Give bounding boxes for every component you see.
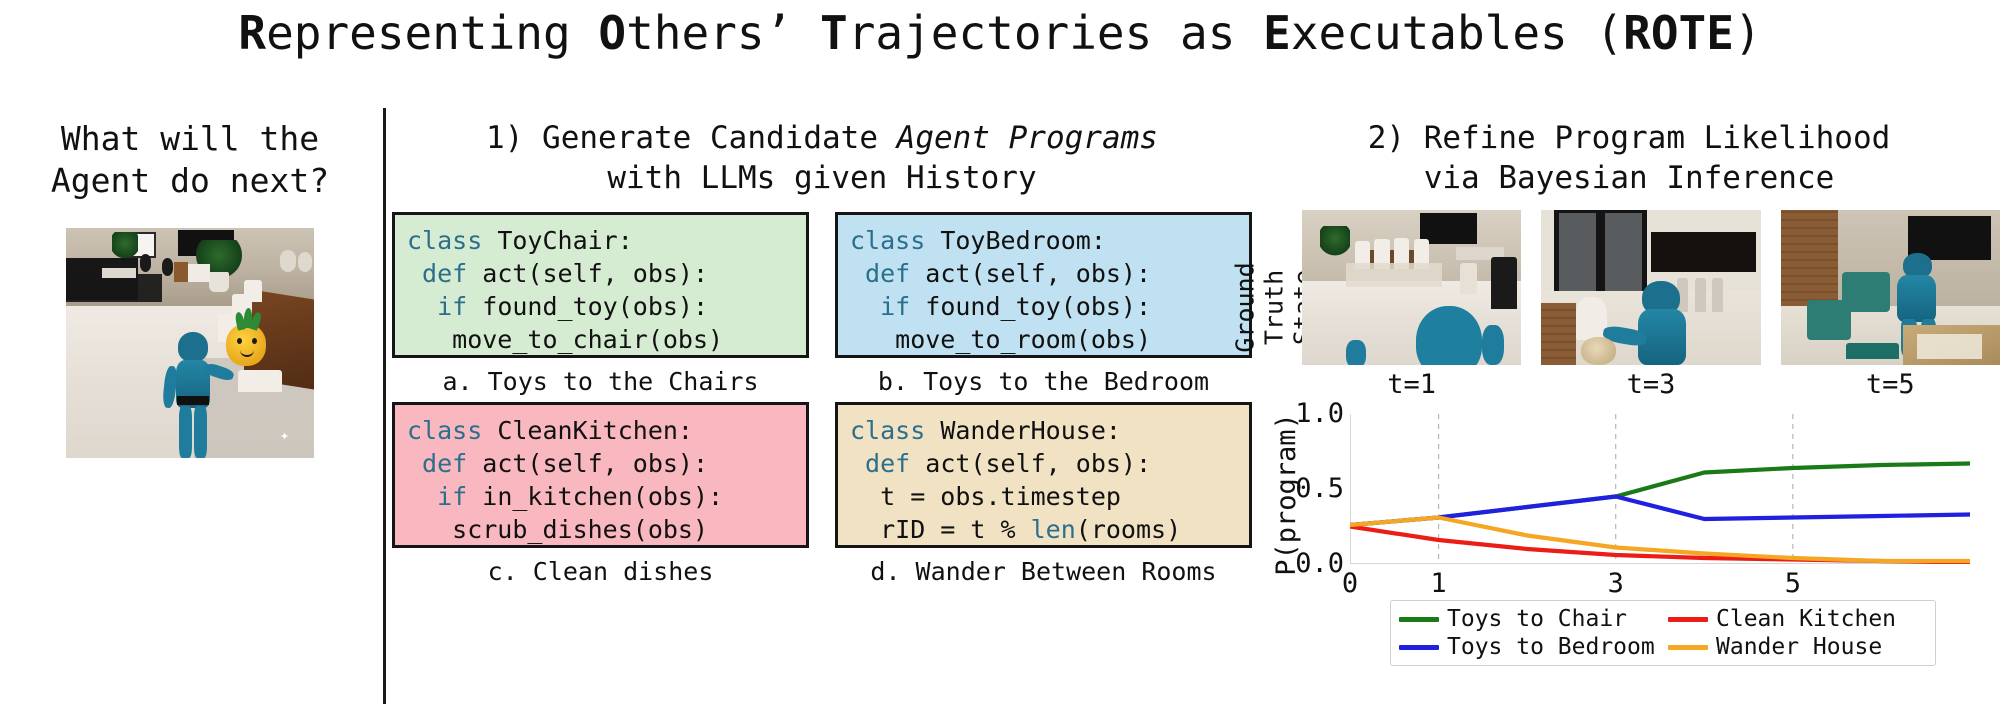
legend-item-clean-kitchen[interactable]: Clean Kitchen xyxy=(1668,606,1927,632)
legend-item-toys-to-bedroom[interactable]: Toys to Bedroom xyxy=(1399,634,1658,660)
program-card-toy-chair: class ToyChair: def act(self, obs): if f… xyxy=(392,212,809,396)
legend-label: Toys to Bedroom xyxy=(1447,634,1655,660)
frame-caption-t5: t=5 xyxy=(1865,369,1915,400)
chart-y-tick: 1.0 xyxy=(1295,397,1344,429)
legend-swatch xyxy=(1668,616,1708,622)
right-heading: 2) Refine Program Likelihood via Bayesia… xyxy=(1258,118,2000,198)
ground-truth-strip: Ground Truth State xyxy=(1231,210,2000,408)
program-card-clean-kitchen: class CleanKitchen: def act(self, obs): … xyxy=(392,402,809,586)
card-caption-wander-house: d. Wander Between Rooms xyxy=(870,557,1217,586)
legend-item-toys-to-chair[interactable]: Toys to Chair xyxy=(1399,606,1658,632)
page-title: Representing Others’ Trajectories as Exe… xyxy=(238,6,1762,60)
chart-y-tick: 0.5 xyxy=(1295,472,1344,504)
middle-heading-pre: 1) Generate Candidate xyxy=(486,120,897,156)
chart-plot-area: 0.0 0.5 1.0 0 1 3 5 xyxy=(1295,398,1973,599)
code-block-toy-bedroom: class ToyBedroom: def act(self, obs): if… xyxy=(835,212,1252,358)
card-caption-toy-chair: a. Toys to the Chairs xyxy=(442,367,759,396)
legend-label: Toys to Chair xyxy=(1447,606,1628,632)
code-block-wander-house: class WanderHouse: def act(self, obs): t… xyxy=(835,402,1252,548)
legend-swatch xyxy=(1399,616,1439,622)
chart-y-tick: 0.0 xyxy=(1295,547,1344,579)
right-heading-line1: 2) Refine Program Likelihood xyxy=(1367,120,1891,156)
frame-image-t5 xyxy=(1780,210,2000,365)
middle-heading-line2: with LLMs given History xyxy=(607,160,1037,196)
legend-label: Wander House xyxy=(1716,634,1883,660)
right-heading-line2: via Bayesian Inference xyxy=(1423,160,1835,196)
program-card-toy-bedroom: class ToyBedroom: def act(self, obs): if… xyxy=(835,212,1252,396)
frame-caption-t1: t=1 xyxy=(1387,369,1437,400)
chart-x-tick: 3 xyxy=(1607,568,1624,599)
card-caption-clean-kitchen: c. Clean dishes xyxy=(487,557,714,586)
left-panel: What will the Agent do next? xyxy=(0,118,380,458)
frame-image-t3 xyxy=(1541,210,1761,365)
program-card-grid: class ToyChair: def act(self, obs): if f… xyxy=(392,212,1252,586)
frame-image-t1 xyxy=(1302,210,1522,365)
agent-scene-image: ✦ xyxy=(66,228,314,458)
frame-row: t=1 xyxy=(1302,210,2000,400)
legend-swatch xyxy=(1668,644,1708,650)
chart-x-tick: 5 xyxy=(1784,568,1801,599)
ground-truth-axis-label: Ground Truth State xyxy=(1230,261,1318,353)
legend-swatch xyxy=(1399,644,1439,650)
question-text: What will the Agent do next? xyxy=(50,119,330,200)
code-block-clean-kitchen: class CleanKitchen: def act(self, obs): … xyxy=(392,402,809,548)
code-block-toy-chair: class ToyChair: def act(self, obs): if f… xyxy=(392,212,809,358)
program-card-wander-house: class WanderHouse: def act(self, obs): t… xyxy=(835,402,1252,586)
chart-svg xyxy=(1347,414,1973,565)
frame-caption-t3: t=3 xyxy=(1626,369,1676,400)
right-panel: 2) Refine Program Likelihood via Bayesia… xyxy=(1231,118,2000,666)
frame-t3: t=3 xyxy=(1541,210,1761,400)
frame-t5: t=5 xyxy=(1780,210,2000,400)
frame-t1: t=1 xyxy=(1302,210,1522,400)
middle-heading: 1) Generate Candidate Agent Programs wit… xyxy=(392,118,1252,198)
sparkle-icon: ✦ xyxy=(280,426,290,444)
chart-x-tick: 0 xyxy=(1341,568,1359,599)
legend-item-wander-house[interactable]: Wander House xyxy=(1668,634,1927,660)
middle-panel: 1) Generate Candidate Agent Programs wit… xyxy=(392,118,1252,586)
card-caption-toy-bedroom: b. Toys to the Bedroom xyxy=(877,367,1210,396)
vertical-divider xyxy=(383,108,386,704)
chart-x-tick: 1 xyxy=(1430,568,1447,599)
middle-heading-emphasis: Agent Programs xyxy=(896,120,1158,156)
legend-label: Clean Kitchen xyxy=(1716,606,1897,632)
